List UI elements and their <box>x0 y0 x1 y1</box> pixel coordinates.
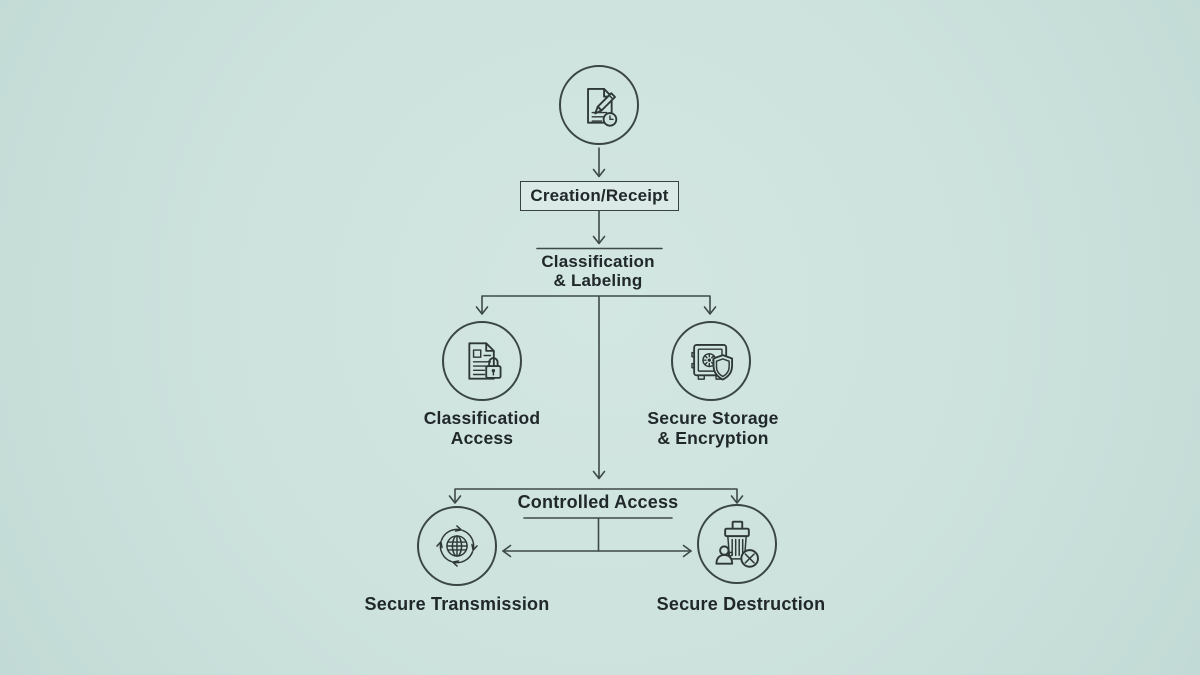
secure-destruction-icon-circle <box>697 504 777 584</box>
globe-sync-icon <box>436 525 478 567</box>
creation-receipt-label: Creation/Receipt <box>530 186 669 205</box>
safe-shield-icon <box>691 344 734 381</box>
document-edit-icon <box>587 88 618 127</box>
secure-storage-label: Secure Storage & Encryption <box>647 408 779 448</box>
secure-destruction-label: Secure Destruction <box>656 594 826 614</box>
shredder-icon <box>715 520 759 568</box>
document-lock-icon <box>468 342 502 380</box>
classified-access-icon-circle <box>442 321 522 401</box>
secure-transmission-icon-circle <box>417 506 497 586</box>
controlled-access-label: Controlled Access <box>517 492 679 512</box>
creation-receipt-box: Creation/Receipt <box>520 181 679 211</box>
secure-transmission-label: Secure Transmission <box>364 594 550 614</box>
creation-icon-circle <box>559 65 639 145</box>
classification-labeling-label: Classification & Labeling <box>541 252 655 291</box>
secure-storage-icon-circle <box>671 321 751 401</box>
classified-access-label: Classificatiod Access <box>423 408 541 448</box>
